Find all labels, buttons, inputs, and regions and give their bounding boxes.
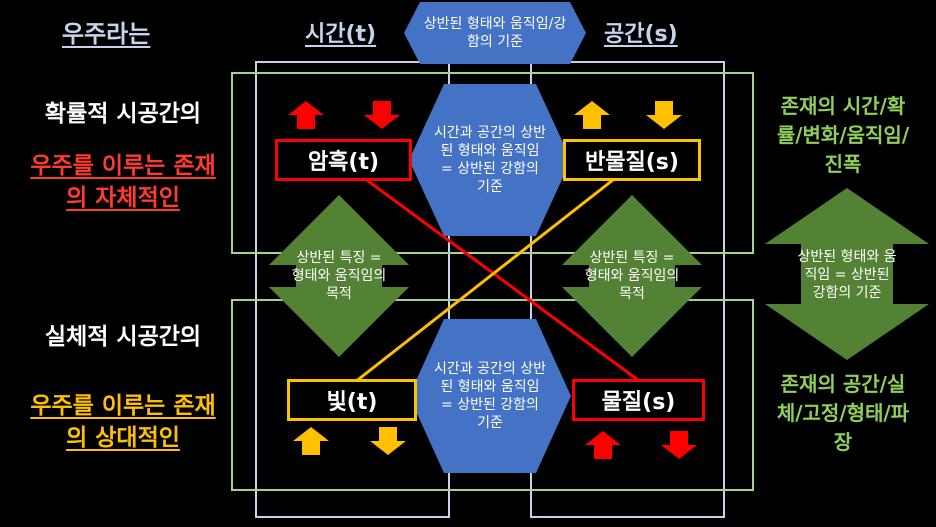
top-double-arrow — [404, 2, 586, 64]
matter-box: 물질(s) — [572, 379, 705, 421]
upper-hexagon-label: 시간과 공간의 상반된 형태와 움직임 = 상반된 강함의 기준 — [434, 125, 546, 195]
darkness-box: 암흑(t) — [275, 139, 412, 181]
real-subtitle: 우주를 이루는 존재의 상대적인 — [30, 393, 216, 451]
left-arrow-label: 상반된 특징 = 형태와 움직임의 목적 — [291, 250, 387, 302]
red-down-arrow-lower — [661, 431, 697, 459]
top-arrow-label: 상반된 형태와 움직임/강함의 기준 — [423, 16, 567, 50]
real-title: 실체적 시공간의 — [44, 324, 202, 350]
probabilistic-title: 확률적 시공간의 — [44, 101, 202, 127]
right-vertical-arrow — [562, 195, 702, 357]
antimatter-box: 반물질(s) — [563, 139, 701, 181]
probabilistic-row-frame — [231, 72, 754, 254]
lower-hexagon-label: 시간과 공간의 상반된 형태와 움직임 = 상반된 강함의 기준 — [434, 361, 546, 431]
orange-down-arrow-lower — [370, 427, 406, 455]
right-arrow-label: 상반된 특징 = 형태와 움직임의 목적 — [584, 250, 680, 302]
space-attributes-text: 존재의 공간/실체/고정/형태/파장 — [776, 372, 910, 454]
lower-hexagon — [409, 319, 571, 473]
light-box: 빛(t) — [287, 379, 417, 421]
upper-hexagon — [409, 84, 571, 236]
side-vertical-arrow — [765, 188, 929, 360]
left-vertical-arrow — [269, 195, 409, 357]
probabilistic-subtitle: 우주를 이루는 존재의 자체적인 — [30, 153, 216, 211]
orange-up-arrow-upper — [574, 101, 610, 129]
red-up-arrow-upper — [288, 101, 324, 129]
red-up-arrow-lower — [585, 431, 621, 459]
time-heading: 시간(t) — [305, 22, 377, 47]
side-arrow-label: 상반된 형태와 움직임 = 상반된 강함의 기준 — [797, 249, 897, 301]
space-column-frame — [530, 61, 725, 518]
red-diagonal-line — [359, 173, 639, 382]
universe-heading: 우주라는 — [62, 20, 151, 48]
space-heading: 공간(s) — [604, 22, 678, 47]
orange-diagonal-line — [354, 174, 619, 384]
orange-down-arrow-upper — [646, 101, 682, 129]
orange-up-arrow-lower — [293, 427, 329, 455]
real-row-frame — [231, 299, 754, 491]
red-down-arrow-upper — [364, 101, 400, 129]
time-attributes-text: 존재의 시간/확률/변화/움직임/진폭 — [776, 94, 910, 176]
time-column-frame — [255, 61, 450, 518]
